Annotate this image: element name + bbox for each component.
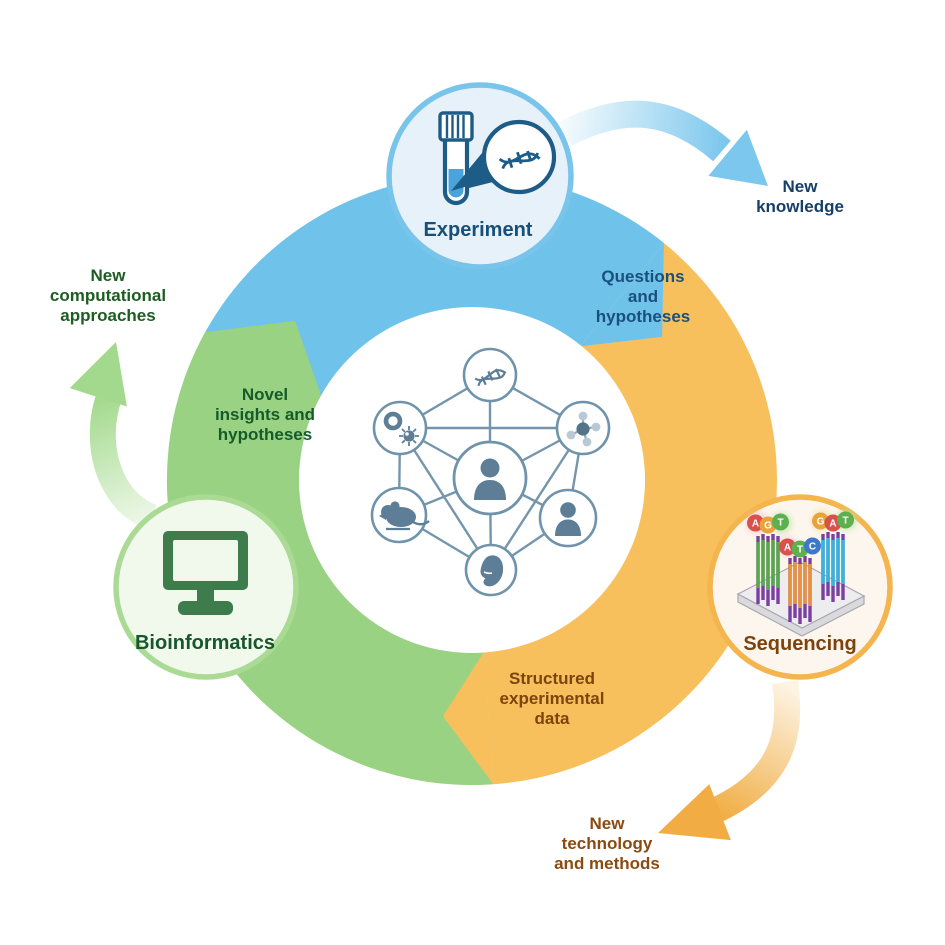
green-chevron-tip — [205, 320, 322, 397]
mouse-icon — [379, 501, 430, 531]
bioinformatics-node — [113, 494, 299, 680]
base-letter: G — [817, 517, 825, 528]
strand-cluster-middle — [788, 556, 812, 624]
base-letter: T — [797, 545, 803, 556]
strand-cluster-left — [756, 534, 780, 606]
base-letter: A — [752, 519, 759, 530]
hub-node-person-central — [452, 440, 528, 516]
ring-segment-sequencing-to-bioinformatics — [484, 243, 777, 785]
structured-data-flow-label: Structured experimental data — [499, 668, 605, 729]
test-tube-dna-icon — [438, 111, 557, 206]
base-bubbles-left: A G T — [747, 513, 789, 534]
person-icon — [474, 458, 506, 500]
experiment-node — [386, 82, 574, 270]
orange-chevron-tip — [443, 651, 494, 785]
blue-chevron-tip — [580, 243, 664, 347]
sequencing-label: Sequencing — [743, 633, 857, 656]
base-letter: C — [809, 542, 816, 553]
base-letter: T — [842, 516, 848, 527]
computer-monitor-icon — [163, 531, 248, 615]
bioinformatics-label: Bioinformatics — [134, 632, 276, 655]
experiment-label: Experiment — [423, 219, 533, 242]
base-bubbles-right: G A T — [812, 511, 854, 532]
questions-flow-label: Questions and hypotheses — [595, 266, 691, 327]
kidney-icon — [480, 555, 504, 587]
ring-segment-bioinformatics-to-experiment — [166, 332, 494, 786]
hub-node-mouse — [370, 486, 430, 544]
flow-cell-icon: A G T A T C G A T — [736, 509, 866, 637]
person-icon — [555, 502, 581, 536]
base-letter: A — [829, 519, 836, 530]
hub-node-cells — [372, 400, 428, 456]
base-letter: A — [784, 543, 791, 554]
hub-node-person-right — [538, 488, 598, 548]
new-computational-arrow — [69, 342, 158, 530]
cells-icon — [383, 411, 419, 446]
new-computational-label: New computational approaches — [49, 265, 167, 326]
hub-node-dna — [462, 347, 518, 403]
new-knowledge-label: New knowledge — [756, 176, 844, 216]
new-technology-label: New technology and methods — [554, 813, 660, 874]
new-technology-arrow — [658, 680, 801, 841]
novel-insights-flow-label: Novel insights and hypotheses — [214, 384, 316, 445]
dna-icon — [474, 368, 507, 387]
base-letter: G — [764, 521, 772, 532]
strand-cluster-right — [821, 532, 845, 602]
sequencing-node: A G T A T C G A T — [707, 494, 893, 680]
molecule-icon — [566, 411, 601, 447]
collaboration-hub — [299, 307, 645, 653]
hub-node-kidney — [464, 543, 518, 597]
hub-node-molecule — [555, 400, 611, 456]
new-knowledge-arrow — [558, 100, 768, 186]
base-bubbles-middle: A T C — [779, 537, 821, 558]
base-letter: T — [777, 518, 783, 529]
